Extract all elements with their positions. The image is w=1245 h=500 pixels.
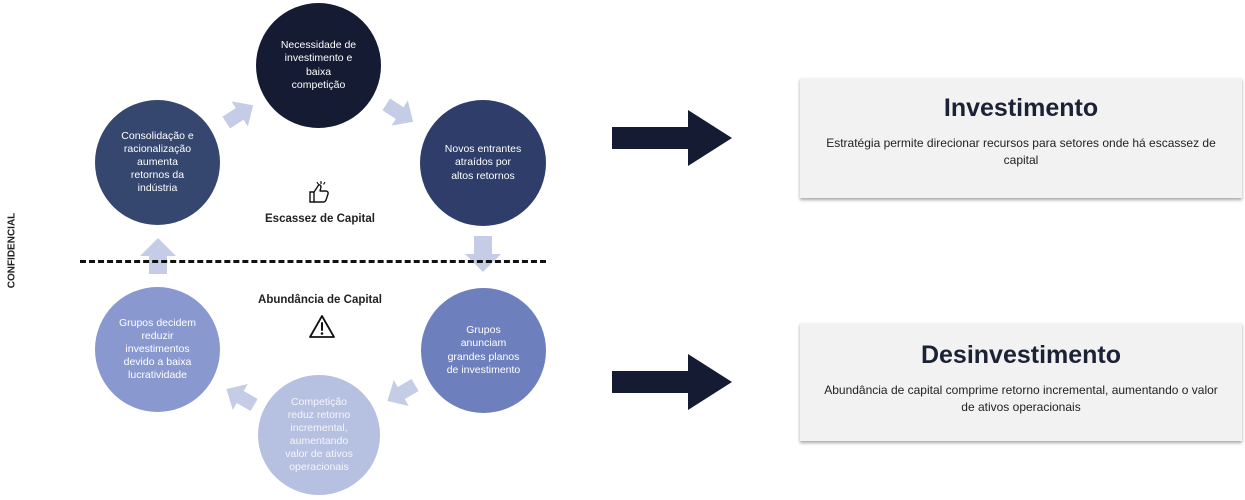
node-text: Necessidade de investimento e baixa comp…	[280, 39, 357, 91]
cycle-arrow-3	[465, 236, 501, 272]
capital-cycle-diagram: Necessidade de investimento e baixa comp…	[0, 0, 600, 500]
cycle-node-new-entrants: Novos entrantes atraídos por altos retor…	[420, 100, 546, 226]
scarcity-label: Escassez de Capital	[265, 213, 375, 225]
cycle-arrows	[140, 98, 501, 412]
divestment-description: Abundância de capital comprime retorno i…	[824, 383, 1218, 415]
cycle-arrow-4	[387, 378, 419, 406]
cycle-node-consolidation: Consolidação e racionalização aumenta re…	[95, 100, 220, 225]
investment-title: Investimento	[943, 94, 1099, 122]
arrow-to-investment	[612, 110, 732, 166]
node-text: Grupos decidem reduzir investimentos dev…	[118, 316, 197, 382]
abundance-label: Abundância de Capital	[258, 294, 382, 306]
node-text: Consolidação e racionalização aumenta re…	[121, 129, 194, 195]
cycle-arrow-1	[222, 101, 254, 129]
cycle-arrow-5	[226, 384, 258, 412]
investment-description: Estratégia permite direcionar recursos p…	[826, 136, 1216, 168]
arrow-to-divestment	[612, 354, 732, 410]
divestment-card: Desinvestimento Abundância de capital co…	[800, 323, 1242, 441]
warning-icon	[308, 314, 336, 340]
investment-card: Investimento Estratégia permite direcion…	[800, 78, 1242, 198]
node-text: Competição reduz retorno incremental, au…	[285, 395, 353, 474]
node-text: Novos entrantes atraídos por altos retor…	[444, 143, 522, 182]
divestment-title: Desinvestimento	[920, 341, 1122, 369]
cycle-arrow-6	[140, 238, 176, 274]
dashed-divider	[80, 260, 546, 263]
cycle-node-competition: Competição reduz retorno incremental, au…	[258, 375, 380, 495]
cycle-arrow-2	[382, 98, 414, 126]
cycle-node-investment-plans: Grupos anunciam grandes planos de invest…	[421, 288, 546, 413]
thumbs-up-icon	[306, 180, 332, 206]
cycle-node-reduce-investment: Grupos decidem reduzir investimentos dev…	[95, 287, 220, 412]
node-text: Grupos anunciam grandes planos de invest…	[446, 324, 521, 376]
cycle-node-investment-need: Necessidade de investimento e baixa comp…	[256, 3, 381, 128]
